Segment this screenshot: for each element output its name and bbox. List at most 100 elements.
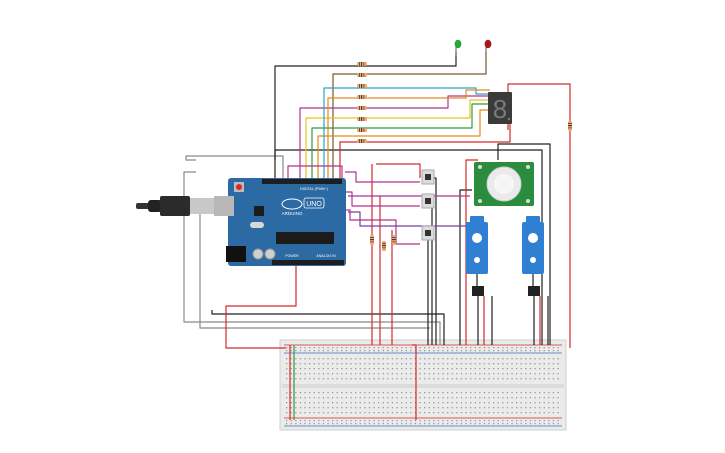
breadboard-hole [299,420,302,422]
breadboard-hole [516,392,518,394]
resistor[interactable] [357,139,367,143]
usb-cable[interactable] [136,196,216,216]
servo-horn [472,233,482,243]
breadboard-hole [286,358,288,360]
breadboard-hole [451,358,453,360]
reset-button-cap [236,184,242,190]
breadboard-hole [529,363,532,365]
breadboard-hole [451,373,453,375]
pir-sensor[interactable] [474,162,534,206]
servo-tab [470,216,484,223]
wire-black-led-green[interactable] [274,52,457,180]
wire-black-gnd[interactable] [211,310,445,345]
servo-motor-2[interactable] [522,216,544,296]
breadboard-hole [391,392,394,394]
breadboard-hole [543,397,545,399]
push-button-2[interactable] [421,193,435,209]
breadboard-hole [529,402,532,404]
wire-orange-seg[interactable] [317,109,490,180]
wire-gray-3[interactable] [199,210,430,329]
led-red[interactable] [484,39,492,56]
breadboard-hole [497,423,499,425]
wire-red-btn1[interactable] [376,163,421,178]
resistor[interactable] [568,121,572,131]
resistor[interactable] [392,235,396,245]
resistor[interactable] [357,117,367,121]
resistor[interactable] [357,95,367,99]
breadboard-hole [506,350,509,352]
breadboard-hole [516,402,518,404]
wire-black-btn3[interactable] [427,235,430,345]
wire-black-pir-2[interactable] [459,189,472,345]
wire-black-pir[interactable] [497,143,551,345]
breadboard-hole [437,397,440,399]
resistor[interactable] [357,84,367,88]
resistor[interactable] [357,73,367,77]
resistor-band [359,62,360,66]
push-button-1[interactable] [421,169,435,185]
breadboard-hole [516,368,518,370]
wire-black-btn2[interactable] [430,199,433,345]
wire-magenta-btn3[interactable] [287,165,420,245]
wire-magenta-btn2[interactable] [345,191,420,207]
breadboard-hole [474,347,476,349]
resistor[interactable] [357,128,367,132]
breadboard-hole [322,368,325,370]
breadboard-hole [387,373,389,375]
breadboard-hole [483,392,486,394]
wire-cyan-seg[interactable] [323,87,490,180]
breadboard-hole [488,368,490,370]
resistor[interactable] [357,62,367,66]
button-cap [425,174,431,180]
wire-gray-2[interactable] [185,155,284,180]
breadboard-hole [511,373,513,375]
wire-red-5v[interactable] [225,266,297,349]
wire-gray-1[interactable] [183,171,441,345]
breadboard-hole [401,363,403,365]
breadboard-hole [451,378,453,380]
wire-orange-seg-2[interactable] [327,89,490,180]
breadboard-hole [295,397,297,399]
breadboard-hole [318,412,320,414]
wire-green-seg[interactable] [311,103,490,180]
breadboard-hole [396,368,398,370]
resistor[interactable] [370,235,374,245]
breadboard-hole [488,378,490,380]
resistor-band [392,241,396,243]
breadboard-hole [557,412,559,414]
wire-red-pir[interactable] [465,159,478,345]
wire-red-seg[interactable] [339,122,511,180]
breadboard-hole [318,350,320,352]
breadboard-hole [479,347,481,349]
wire-magenta-seg[interactable] [299,95,490,180]
breadboard-hole [405,407,407,409]
wire-brown-led-red[interactable] [332,52,487,180]
wire-red-rail[interactable] [412,344,417,420]
breadboard-hole [350,373,352,375]
breadboard-hole [286,347,288,349]
breadboard-hole [543,378,545,380]
resistor[interactable] [357,106,367,110]
breadboard-hole [396,363,398,365]
breadboard-hole [557,420,559,422]
breadboard[interactable] [279,339,567,431]
seven-segment-display[interactable]: 8 [488,92,512,124]
breadboard-hole [456,363,458,365]
breadboard-hole [451,368,453,370]
breadboard-hole [479,423,481,425]
push-button-3[interactable] [421,225,435,241]
usb-cable-end [136,203,150,209]
breadboard-hole [442,397,444,399]
breadboard-hole [345,407,348,409]
arduino-uno[interactable]: ARDUINO UNO DIGITAL (PWM~) POWER ANALOG … [214,178,346,266]
wire-magenta-btn1[interactable] [345,171,420,183]
breadboard-hole [534,392,536,394]
breadboard-hole [465,392,467,394]
breadboard-hole [497,350,499,352]
servo-motor-1[interactable] [466,216,488,296]
breadboard-hole [299,358,302,360]
wire-purple-servo[interactable] [348,211,471,260]
led-green[interactable] [454,39,462,56]
wire-yellow-seg[interactable] [305,99,490,180]
resistor[interactable] [382,241,386,251]
